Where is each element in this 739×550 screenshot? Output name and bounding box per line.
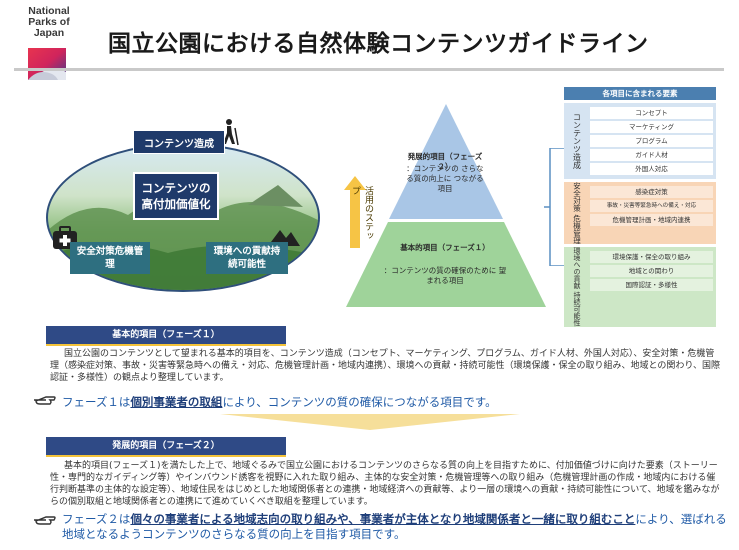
phase1-title: 基本的項目（フェーズ１） <box>400 243 490 252</box>
page-title: 国立公園における自然体験コンテンツガイドライン <box>108 31 649 57</box>
content-creation-box: コンテンツ造成 <box>133 130 225 154</box>
step-arrow-label: 活用のステップ <box>350 186 373 240</box>
element-item: 環境保護・保全の取り組み <box>590 251 713 264</box>
logo-text: National Parks of Japan <box>28 5 70 39</box>
phase2-title: 発展的項目（フェーズ２） <box>407 152 483 171</box>
section1-text: 国立公園のコンテンツとして望まれる基本的項目を、コンテンツ造成（コンセプト、マー… <box>50 349 721 383</box>
pyramid-graphic <box>346 104 546 307</box>
element-item: コンセプト <box>590 107 713 119</box>
section2-paragraph: 基本的項目(フェーズ１)を満たした上で、地域ぐるみで国立公園におけるコンテンツの… <box>50 460 722 510</box>
section2-callout: フェーズ２は個々の事業者による地域志向の取り組みや、事業者が主体となり地域関係者… <box>62 512 732 546</box>
section1-callout-bold: 個別事業者の取組 <box>130 395 223 409</box>
section1-stripe <box>46 344 286 346</box>
section2-heading: 発展的項目（フェーズ２） <box>46 437 286 455</box>
elements-table: 各項目に含まれる要素 コンテンツ造成 コンセプト マーケティング プログラム ガ… <box>564 87 716 327</box>
title-divider <box>14 68 724 71</box>
element-item: マーケティング <box>590 121 713 133</box>
element-item: 感染症対策 <box>590 186 713 198</box>
element-item: 事故・災害等緊急時への備え・対応 <box>590 200 713 212</box>
pointing-hand-icon <box>34 396 56 405</box>
group-sustainability: 環境への貢献 持続可能性 環境保護・保全の取り組み 地域との関わり 国際認証・多… <box>564 247 716 327</box>
section1-heading: 基本的項目（フェーズ１） <box>46 326 286 344</box>
section1-callout: フェーズ１は個別事業者の取組により、コンテンツの質の確保につながる項目です。 <box>62 394 497 410</box>
transition-arrow <box>220 414 520 430</box>
section1-callout-post: により、コンテンツの質の確保につながる項目です。 <box>222 395 497 409</box>
section2-stripe <box>46 455 286 457</box>
category-label: 安全対策 危機管理 <box>572 182 582 245</box>
category-label: 環境への貢献 持続可能性 <box>573 247 581 327</box>
logo-mark <box>28 48 66 80</box>
phase1-desc: ：コンテンツの質の確保のために 望まれる項目 <box>383 266 507 285</box>
element-item: 外国人対応 <box>590 163 713 175</box>
element-item: プログラム <box>590 135 713 147</box>
step-arrow <box>344 176 366 248</box>
connector-bracket <box>544 148 568 266</box>
section2-header: 発展的項目（フェーズ２） <box>46 437 286 457</box>
section2-text: 基本的項目(フェーズ１)を満たした上で、地域ぐるみで国立公園におけるコンテンツの… <box>50 461 720 507</box>
section1-paragraph: 国立公園のコンテンツとして望まれる基本的項目を、コンテンツ造成（コンセプト、マー… <box>50 348 722 390</box>
section1-callout-pre: フェーズ１は <box>62 395 131 409</box>
section2-callout-pre: フェーズ２は <box>62 512 131 526</box>
element-item: ガイド人材 <box>590 149 713 161</box>
value-added-box: コンテンツの高付加価値化 <box>133 172 219 220</box>
group-safety: 安全対策 危機管理 感染症対策 事故・災害等緊急時への備え・対応 危機管理計画・… <box>564 182 716 245</box>
section2-callout-bold: 個々の事業者による地域志向の取り組みや、事業者が主体となり地域関係者と一緒に取り… <box>130 512 636 526</box>
phase2-desc: ：コンテンツの さらなる質の向上に つながる項目 <box>406 164 484 193</box>
element-item: 国際認証・多様性 <box>590 279 713 292</box>
section1-header: 基本的項目（フェーズ１） <box>46 326 286 346</box>
pointing-hand-icon <box>34 516 56 525</box>
safety-box: 安全対策危機管理 <box>70 242 150 274</box>
element-item: 地域との関わり <box>590 265 713 278</box>
elements-table-header: 各項目に含まれる要素 <box>564 87 716 100</box>
category-label: コンテンツ造成 <box>572 113 582 169</box>
hiker-icon <box>223 119 239 146</box>
element-item: 危機管理計画・地域内連携 <box>590 214 713 226</box>
section2-callout-post: により、選ばれる地域となるようコンテンツのさらなる質の向上を目指す項目です。 <box>62 512 727 541</box>
group-content-creation: コンテンツ造成 コンセプト マーケティング プログラム ガイド人材 外国人対応 <box>564 103 716 179</box>
sustainability-box: 環境への貢献持続可能性 <box>206 242 288 274</box>
